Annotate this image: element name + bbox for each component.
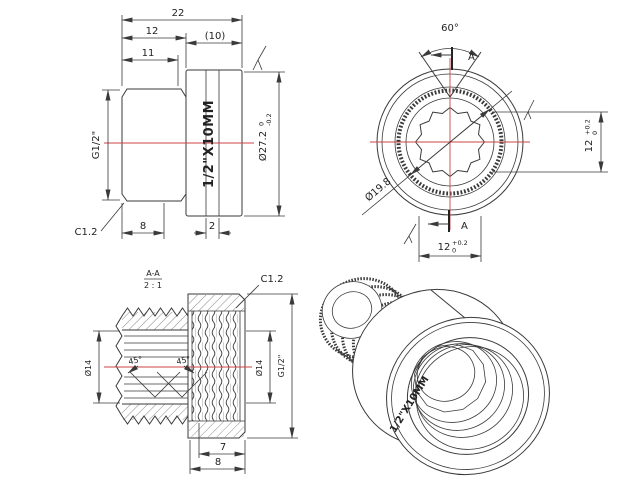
dim-2: 2	[209, 221, 215, 232]
dim-8: 8	[215, 457, 221, 468]
angle-45-right: 45°	[176, 355, 192, 367]
knurl-top-edge	[121, 307, 189, 317]
section-view: A-A 2 : 1	[83, 269, 298, 474]
hatch-top-right	[189, 295, 244, 311]
hatch-top-left	[122, 312, 188, 330]
section-scale: 2 : 1	[144, 281, 162, 290]
body-marking-label: 1/2"X10MM	[202, 100, 217, 188]
dim-10: (10)	[205, 31, 226, 42]
angle-45-left: 45°	[128, 355, 144, 367]
dim-22: 22	[172, 8, 185, 19]
dim-12-horiz-tol-upper: +0.2	[452, 239, 468, 247]
dim-12-vert-tol-upper: +0.2	[584, 119, 592, 135]
knurl-bottom-edge	[121, 415, 189, 425]
dim-12-horiz-tol-lower: 0	[452, 247, 456, 255]
chamfer-label: C1.2	[261, 274, 284, 285]
side-view: 1/2"X10MM 22 12 (10) 11 G1/2" Ø27.2 0 -0	[75, 8, 285, 239]
knurl-left-edge	[115, 315, 123, 417]
nut-block-outline	[187, 293, 246, 439]
front-view: 60° A A Ø19.8 12 +0.2 0 12 +0.2 0	[361, 23, 608, 262]
dim-7: 7	[220, 442, 226, 453]
surface-finish-icon	[523, 99, 535, 121]
hatch-bottom-right	[189, 421, 244, 437]
dia-serration-label: Ø19.8	[363, 175, 394, 204]
male-thread-section	[121, 88, 187, 202]
dim-8: 8	[140, 221, 146, 232]
dia-od-label: Ø27.2	[257, 131, 269, 161]
dia-od-tol-upper: 0	[258, 122, 266, 126]
dim-12-vert: 12	[584, 140, 595, 153]
notch-edge	[449, 51, 482, 98]
section-label-top: A	[468, 52, 475, 63]
notch-edge	[418, 51, 451, 98]
hatch-bottom-left	[122, 404, 188, 420]
internal-thread-section	[192, 311, 240, 421]
dim-11: 11	[142, 48, 155, 59]
dia-14-left: Ø14	[83, 360, 93, 376]
section-title: A-A	[146, 269, 160, 278]
chamfer-projection	[129, 371, 181, 398]
surface-finish-icon	[252, 45, 267, 71]
dim-12-vert-tol-lower: 0	[591, 131, 599, 135]
iso-socket-profile	[414, 343, 486, 413]
dim-12: 12	[146, 26, 159, 37]
dim-12-horiz: 12	[438, 242, 451, 253]
angle-dim-arc	[420, 48, 480, 58]
angle-60: 60°	[441, 23, 459, 34]
iso-face-edge	[391, 322, 545, 470]
thread-spec-label: G1/2"	[91, 131, 102, 159]
thread-spec-label: G1/2"	[277, 355, 286, 378]
surface-finish-icon	[403, 223, 417, 245]
dia-14-right: Ø14	[254, 360, 264, 376]
chamfer-leader	[100, 202, 125, 232]
iso-view: 1/2"X10MM	[318, 277, 550, 476]
section-label-bottom: A	[461, 221, 468, 232]
dia-od-tol-lower: -0.2	[265, 113, 273, 126]
chamfer-label: C1.2	[75, 227, 98, 238]
chamfer-leader	[235, 284, 260, 309]
